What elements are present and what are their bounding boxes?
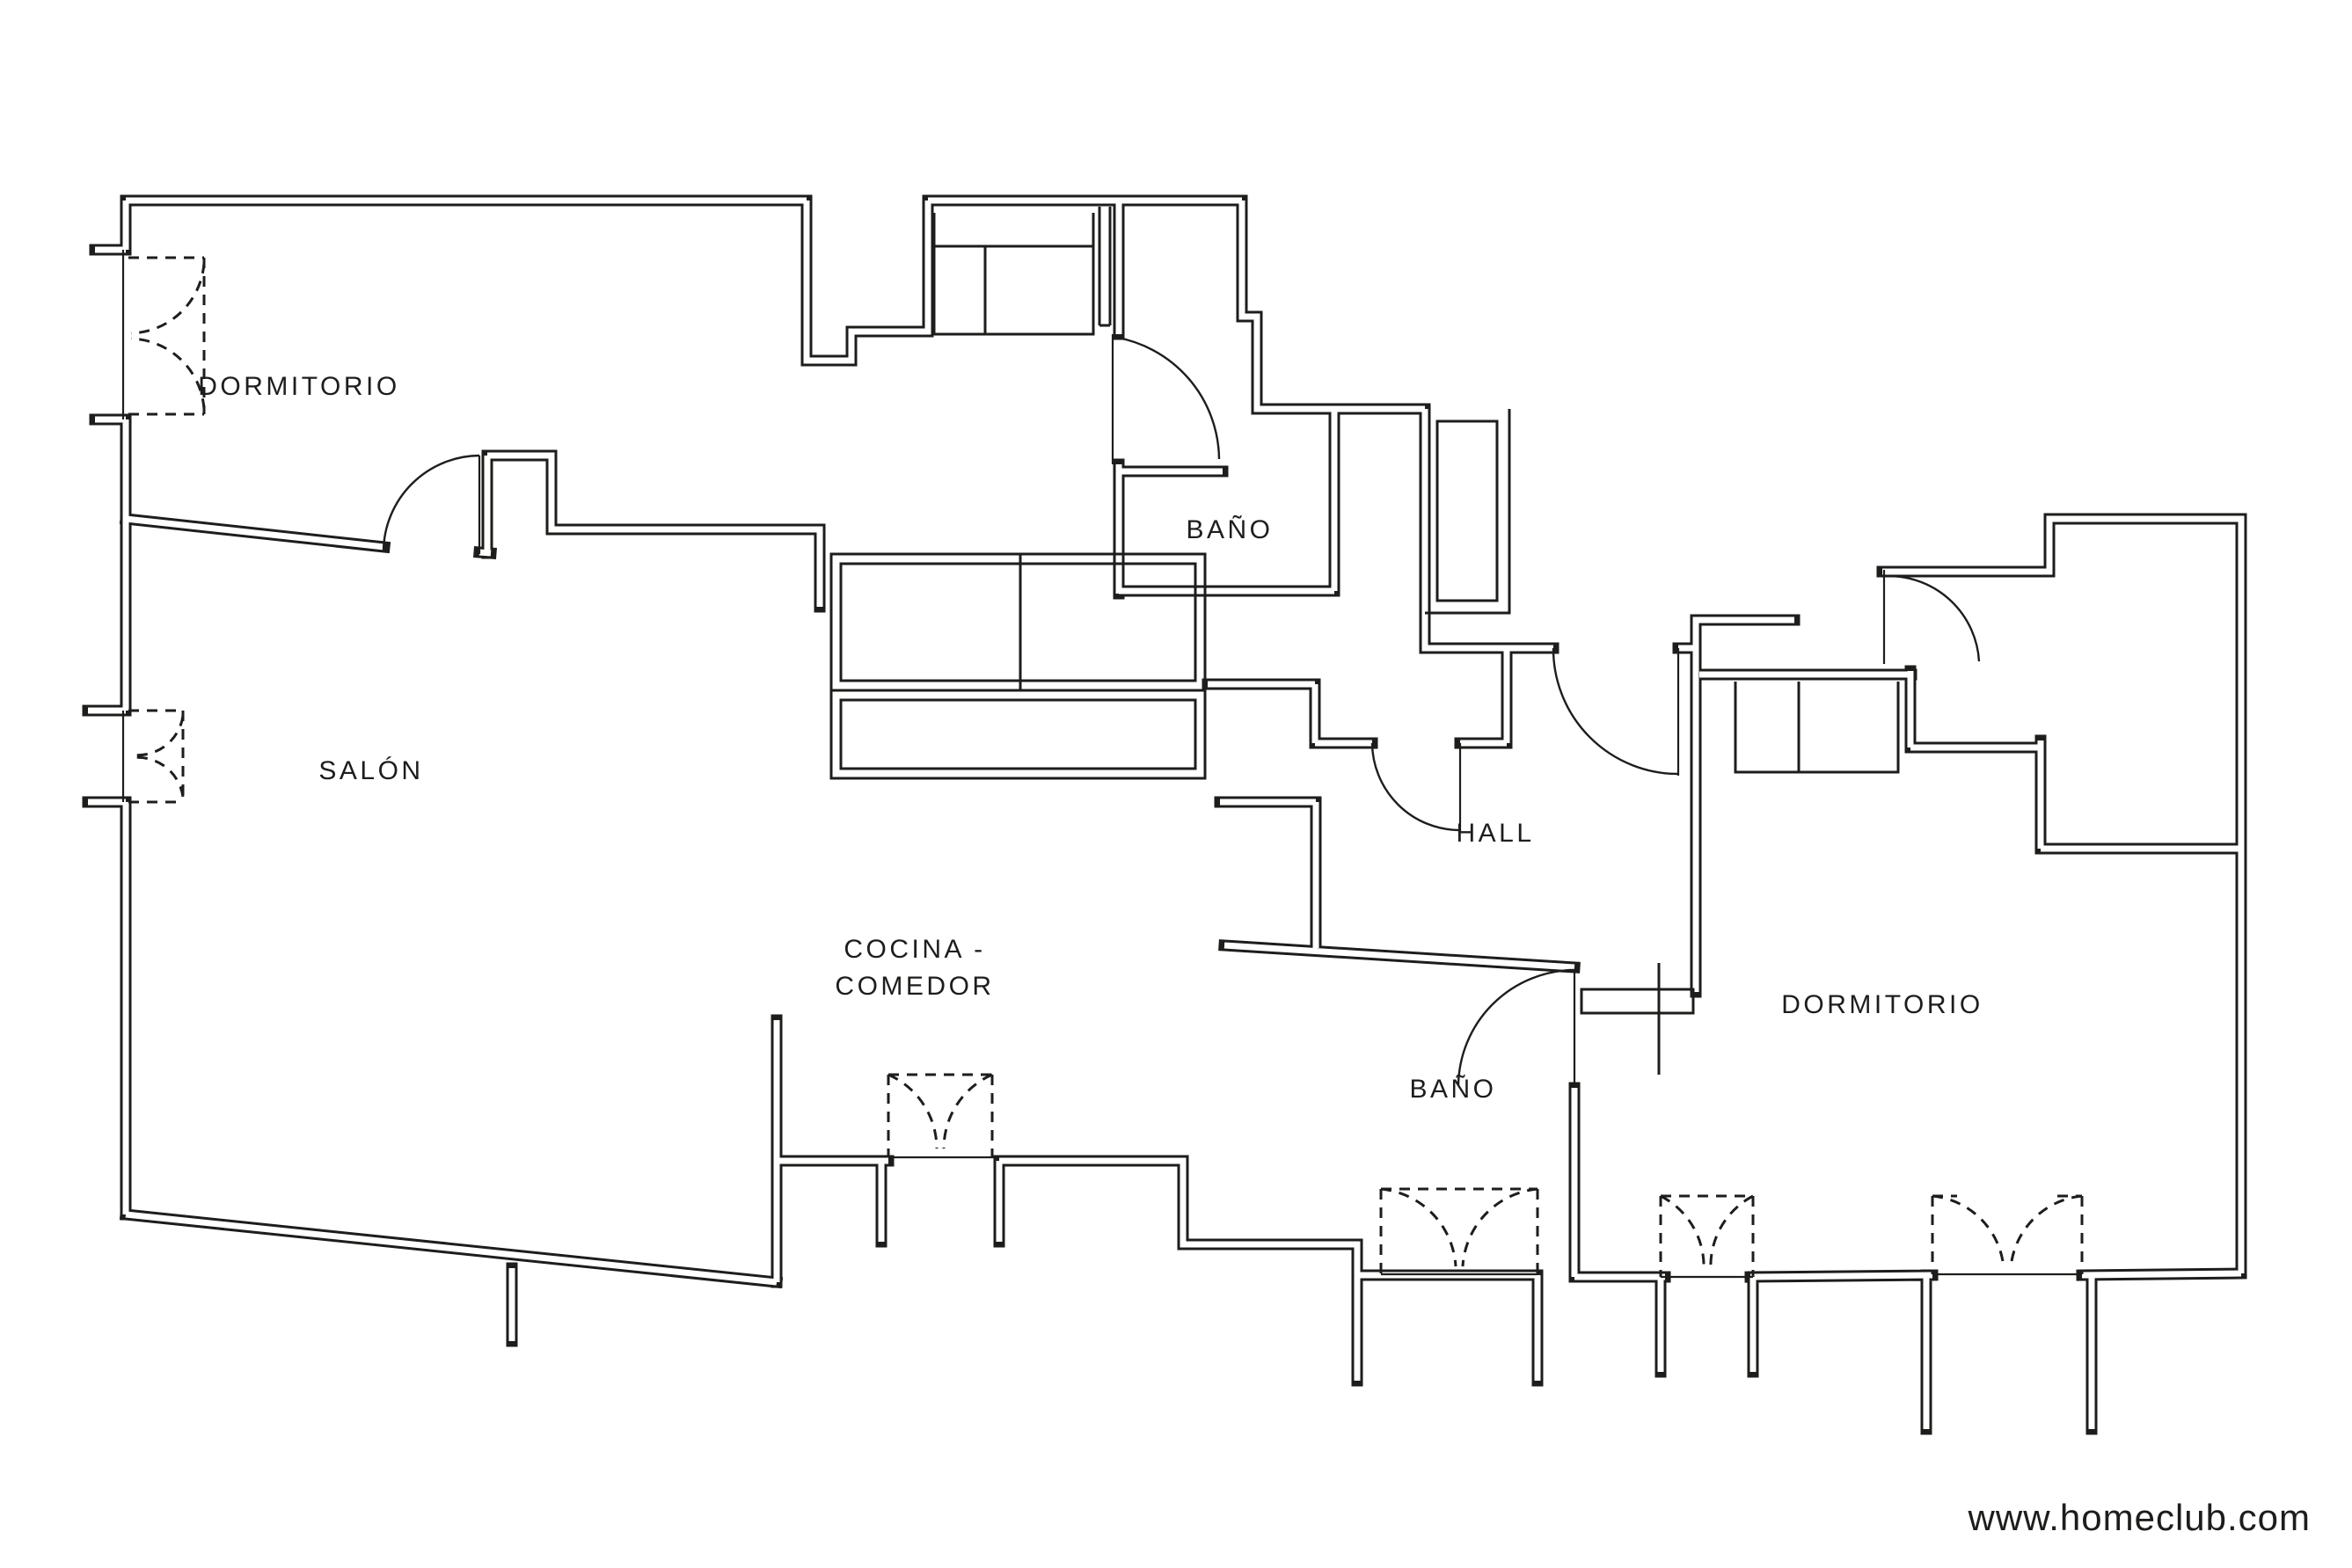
room-label-dormitorio-1: DORMITORIO bbox=[198, 372, 399, 401]
room-label-hall: HALL bbox=[1456, 819, 1534, 848]
closet-hall bbox=[1425, 409, 1511, 615]
window-dormitorio-2-right bbox=[1931, 1194, 2084, 1274]
door-arc-hall bbox=[1370, 742, 1460, 832]
door-arc-dormitorio-2 bbox=[1888, 574, 1981, 662]
window-sill-lines bbox=[121, 250, 2082, 1279]
walls bbox=[88, 201, 2241, 1429]
room-label-bano-1: BAÑO bbox=[1186, 514, 1273, 544]
room-labels: DORMITORIO BAÑO SALÓN COCINA - COMEDOR H… bbox=[198, 372, 1983, 1104]
door-arc-entrance bbox=[1552, 647, 1679, 776]
window-symbols bbox=[128, 256, 2084, 1277]
room-label-cocina-line2: COMEDOR bbox=[835, 972, 994, 1001]
wall-cores bbox=[88, 201, 2241, 1429]
door-arc-bano-2 bbox=[1457, 968, 1575, 1086]
closet-dormitorio-2 bbox=[1734, 682, 1900, 774]
window-salon bbox=[128, 709, 185, 804]
room-label-cocina-line1: COCINA - bbox=[844, 935, 985, 964]
room-label-bano-2: BAÑO bbox=[1409, 1074, 1496, 1104]
window-cocina bbox=[887, 1073, 994, 1157]
window-dormitorio-2-left bbox=[1659, 1194, 1755, 1277]
door-leaves bbox=[478, 334, 1886, 1086]
kitchen-counter bbox=[829, 552, 1207, 780]
window-bano-2 bbox=[1379, 1187, 1539, 1274]
room-label-salon: SALÓN bbox=[318, 756, 423, 785]
thin-details bbox=[121, 207, 2082, 1279]
duct-dormitorio-2 bbox=[1580, 963, 1695, 1075]
footer-website-text: www.homeclub.com bbox=[1968, 1497, 2311, 1538]
service-shaft bbox=[1098, 207, 1112, 327]
door-arc-bano-1 bbox=[1112, 335, 1221, 460]
door-arc-dormitorio-1 bbox=[382, 454, 480, 551]
door-arcs bbox=[382, 335, 1981, 1086]
closet-top-corridor bbox=[932, 213, 1095, 336]
room-label-dormitorio-2: DORMITORIO bbox=[1781, 990, 1983, 1019]
window-dormitorio-1 bbox=[128, 256, 206, 416]
